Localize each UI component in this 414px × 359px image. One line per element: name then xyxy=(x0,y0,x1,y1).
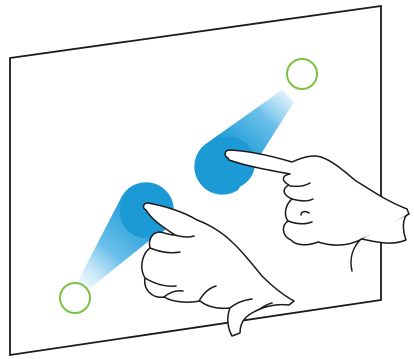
upper-target-circle xyxy=(287,59,317,89)
lower-target-circle xyxy=(60,283,90,313)
